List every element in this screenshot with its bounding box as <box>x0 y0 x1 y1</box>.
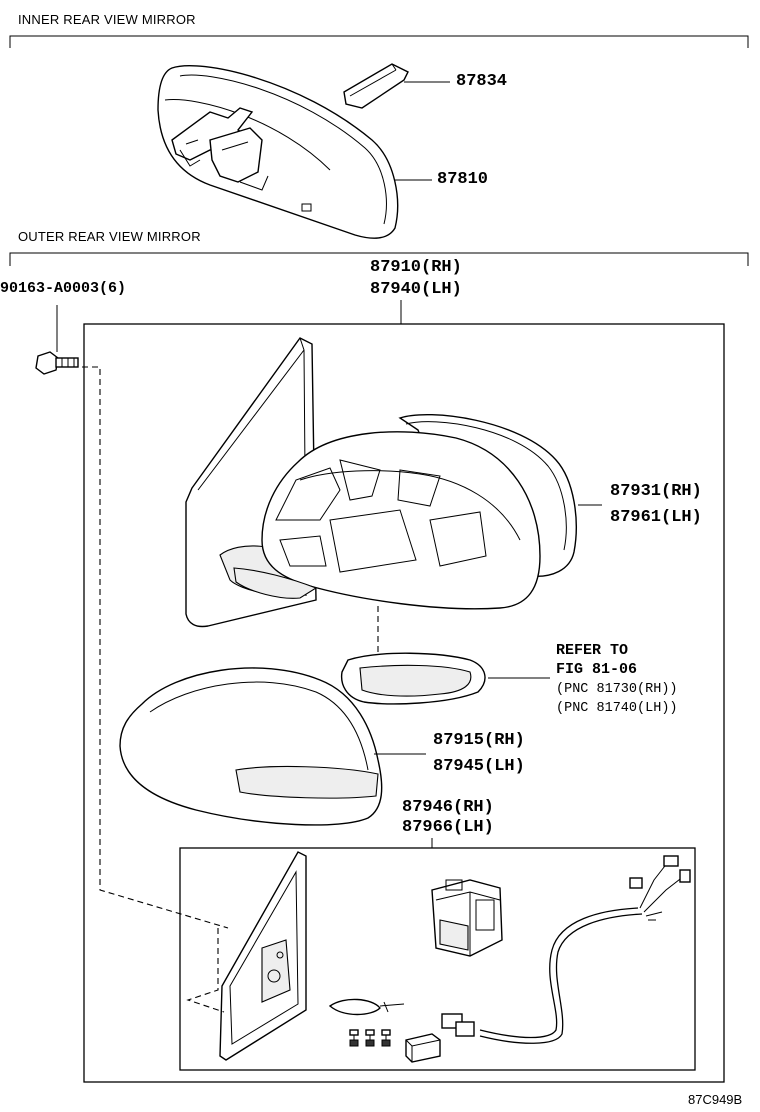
motor-drawing <box>431 879 503 957</box>
turn-signal-lamp-drawing <box>340 652 550 705</box>
part-87810: 87810 <box>437 170 489 189</box>
part-87961: 87961(LH) <box>610 508 702 527</box>
inner-mirror-drawing <box>157 65 399 239</box>
part-87931: 87931(RH) <box>610 482 702 501</box>
mirror-cover-drawing <box>119 667 426 826</box>
sub-assembly-box <box>179 847 696 1071</box>
refer-pnc-rh: (PNC 81730(RH)) <box>556 682 678 697</box>
assembly-box <box>83 323 725 1083</box>
part-87945: 87945(LH) <box>433 757 525 776</box>
part-87940: 87940(LH) <box>370 280 462 299</box>
part-87946: 87946(RH) <box>402 798 494 817</box>
inner-section-title: INNER REAR VIEW MIRROR <box>18 12 196 27</box>
bolt-dashed-line <box>82 366 229 929</box>
mirror-housing-drawing <box>233 431 541 610</box>
frame-bracket-drawing <box>186 851 307 1061</box>
small-parts-drawing <box>328 998 441 1063</box>
figure-id: 87C949B <box>688 1092 743 1107</box>
refer-fig-label: FIG 81-06 <box>556 661 638 678</box>
part-90163: 90163-A0003(6) <box>0 280 127 297</box>
outer-section-bracket <box>9 252 749 266</box>
part-87966: 87966(LH) <box>402 818 494 837</box>
part-87915: 87915(RH) <box>433 731 525 750</box>
part-87834: 87834 <box>456 72 508 91</box>
inner-section-bracket <box>9 35 749 48</box>
refer-to-label: REFER TO <box>556 642 629 659</box>
refer-pnc-lh: (PNC 81740(LH)) <box>556 701 678 716</box>
outer-section-title: OUTER REAR VIEW MIRROR <box>18 229 201 244</box>
bolt-drawing <box>35 305 79 375</box>
wire-harness-drawing <box>441 855 691 1044</box>
mount-cover-drawing <box>343 63 450 109</box>
part-87910: 87910(RH) <box>370 258 462 277</box>
